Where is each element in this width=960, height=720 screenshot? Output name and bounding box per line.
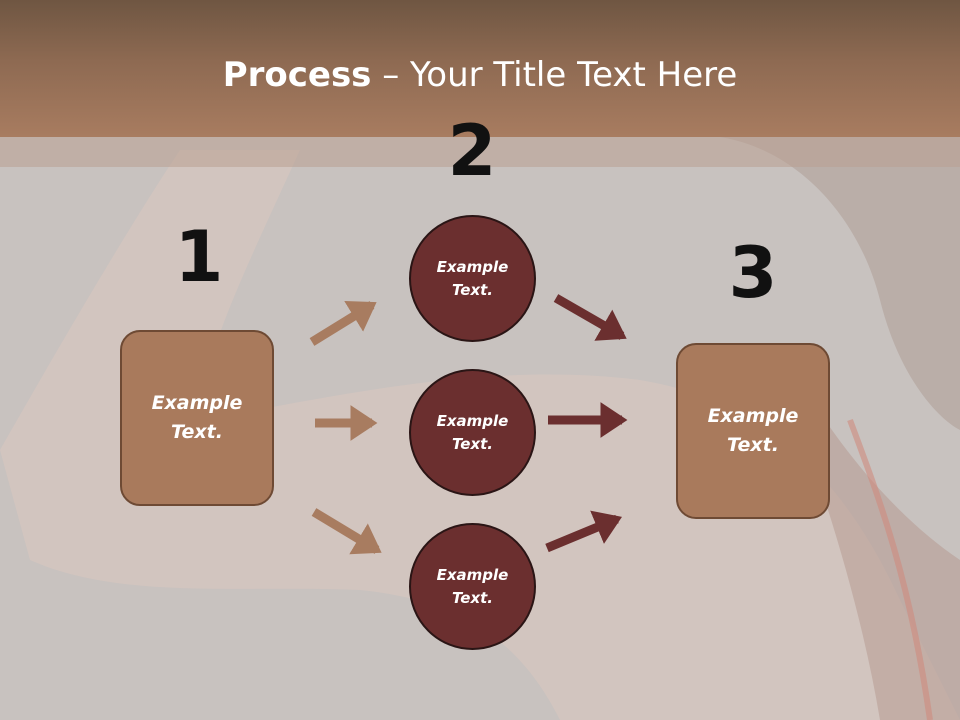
step-2-circle-middle[interactable]: Example Text. xyxy=(409,369,536,496)
arrow-from-circle-top xyxy=(553,294,627,341)
circle-bottom-text: Example Text. xyxy=(436,565,509,607)
step-number-1: 1 xyxy=(174,216,224,298)
step-2-circle-top[interactable]: Example Text. xyxy=(409,215,536,342)
step-3-box-text: Example Text. xyxy=(707,405,799,456)
title-bar xyxy=(0,0,960,137)
step-number-2: 2 xyxy=(447,110,497,192)
step-1-box[interactable]: Example Text. xyxy=(120,330,274,506)
slide-title: Process – Your Title Text Here xyxy=(0,54,960,96)
arrow-from-circle-bottom xyxy=(545,510,622,553)
circle-middle-text: Example Text. xyxy=(436,411,509,453)
title-bar-strip xyxy=(0,137,960,167)
step-number-3: 3 xyxy=(728,232,778,314)
slide-title-rest: – Your Title Text Here xyxy=(371,55,738,95)
step-2-circle-bottom[interactable]: Example Text. xyxy=(409,523,536,650)
circle-top-text: Example Text. xyxy=(436,257,509,299)
step-1-box-text: Example Text. xyxy=(151,392,243,443)
arrow-to-circle-bottom xyxy=(311,508,382,555)
slide-title-bold: Process xyxy=(222,55,372,95)
step-3-box[interactable]: Example Text. xyxy=(676,343,830,519)
arrow-to-circle-top xyxy=(309,301,377,346)
